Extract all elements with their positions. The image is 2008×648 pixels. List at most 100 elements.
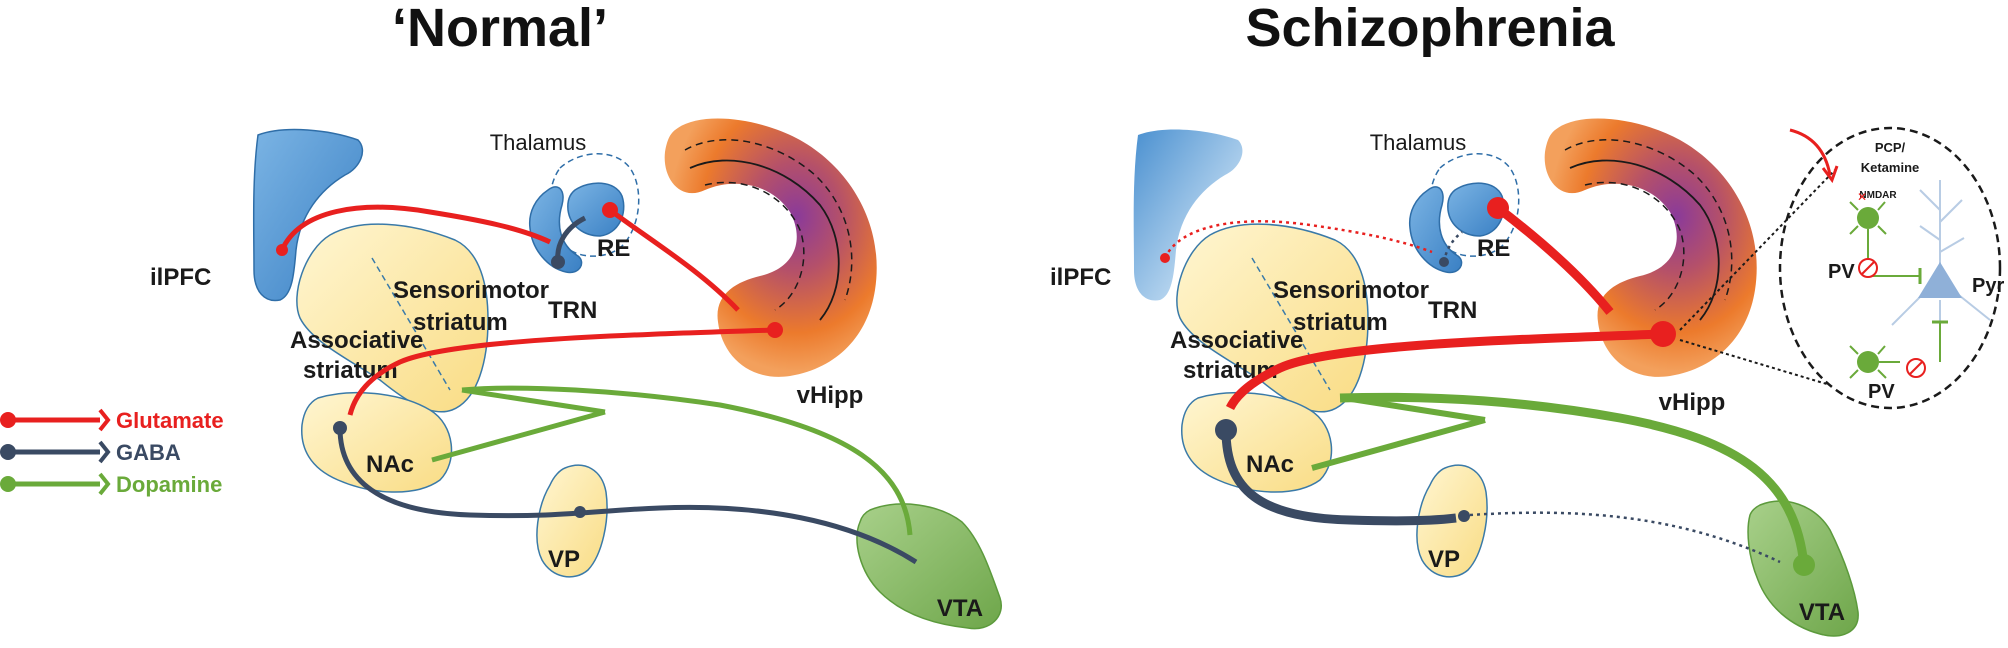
legend-item-gaba: GABA bbox=[0, 440, 181, 465]
inset-drug-label-1: PCP/ bbox=[1875, 140, 1906, 155]
vta-label: VTA bbox=[937, 595, 983, 622]
sz-dorsal-striatum-region bbox=[1176, 223, 1369, 413]
proj-vta-branch-nac bbox=[431, 409, 606, 463]
inset-pv-label-top: PV bbox=[1828, 261, 1855, 283]
trn-region bbox=[528, 186, 583, 274]
sz-proj-vhipp-to-nac bbox=[1225, 329, 1664, 411]
sz-proj-vhipp-origin bbox=[1650, 321, 1676, 347]
vta-region bbox=[856, 503, 1002, 630]
vhipp-inner-dashed bbox=[704, 181, 805, 311]
sz-vp-label: VP bbox=[1428, 546, 1460, 573]
sz-proj-nac-to-vp bbox=[1221, 429, 1457, 526]
legend-gaba: GABA bbox=[116, 440, 181, 465]
sz-trn-label: TRN bbox=[1428, 297, 1477, 324]
sz-proj-re-origin bbox=[1487, 197, 1509, 219]
inset-pyr-label: Pyr bbox=[1972, 275, 2004, 297]
nac-label: NAc bbox=[366, 451, 414, 478]
pv-interneuron-top bbox=[1849, 201, 1922, 284]
inset-pv-label-bottom: PV bbox=[1868, 381, 1895, 403]
sz-proj-vta-branch-nac bbox=[1311, 417, 1486, 471]
sz-vhipp-outer-dashed bbox=[1564, 139, 1733, 301]
normal-panel: ilPFC Thalamus RE TRN Sensorimotor stria… bbox=[150, 118, 1002, 630]
sz-projections bbox=[1160, 197, 1815, 576]
sz-sensorimotor-label-1: Sensorimotor bbox=[1273, 277, 1429, 304]
sz-proj-re-to-vhipp bbox=[1495, 204, 1614, 315]
dorsal-striatum-region bbox=[296, 223, 489, 413]
sz-proj-trn-origin bbox=[1439, 257, 1449, 267]
title-normal: ‘Normal’ bbox=[392, 0, 608, 58]
inset-drug-arrow bbox=[1789, 128, 1832, 176]
legend-item-glutamate: Glutamate bbox=[0, 408, 224, 433]
inset-zoom-line-top bbox=[1679, 169, 1836, 331]
nac-region bbox=[301, 391, 453, 493]
proj-vp-relay bbox=[574, 506, 586, 518]
sz-re-region bbox=[1447, 182, 1505, 237]
thalamus-label: Thalamus bbox=[490, 130, 587, 155]
trn-label: TRN bbox=[548, 297, 597, 324]
sz-proj-ilpfc-to-trn bbox=[1163, 220, 1433, 259]
sz-associative-label-1: Associative bbox=[1170, 327, 1303, 354]
proj-ilpfc-origin bbox=[276, 244, 288, 256]
proj-vta-to-striatum bbox=[461, 385, 913, 536]
sz-trn-region bbox=[1408, 186, 1463, 274]
sz-proj-vp-to-vta bbox=[1469, 511, 1781, 564]
striatum-divider bbox=[371, 257, 451, 391]
sz-nac-label: NAc bbox=[1246, 451, 1294, 478]
legend: Glutamate GABA Dopamine bbox=[0, 408, 224, 497]
pv-inhibited-symbol-top bbox=[1858, 258, 1878, 278]
sz-nac-region bbox=[1181, 391, 1333, 493]
sz-proj-vta-branch-dorsal bbox=[1344, 395, 1486, 423]
sz-vhipp-label: vHipp bbox=[1659, 389, 1726, 416]
sensorimotor-label-2: striatum bbox=[413, 309, 508, 336]
proj-vta-branch-dorsal bbox=[461, 387, 606, 415]
vhipp-label: vHipp bbox=[797, 382, 864, 409]
inset-drug-label-2: Ketamine bbox=[1861, 160, 1920, 175]
sz-vhipp-inner-solid bbox=[1569, 159, 1720, 321]
inset-drug-arrowhead bbox=[1821, 165, 1839, 184]
sz-ilpfc-label: ilPFC bbox=[1050, 264, 1111, 291]
normal-projections bbox=[276, 202, 918, 565]
sz-vhipp-inner-dashed bbox=[1584, 181, 1685, 311]
vp-region bbox=[536, 464, 608, 578]
sz-thalamus-label: Thalamus bbox=[1370, 130, 1467, 155]
pv-inhibited-symbol-bottom bbox=[1906, 358, 1926, 378]
associative-label-1: Associative bbox=[290, 327, 423, 354]
inset-zoom-line-bottom bbox=[1679, 339, 1831, 386]
ilpfc-label: ilPFC bbox=[150, 264, 211, 291]
sz-proj-ilpfc-origin bbox=[1160, 253, 1170, 263]
inset-nmdar-x: ✕ bbox=[1857, 190, 1867, 204]
sz-proj-nac-origin bbox=[1215, 419, 1237, 441]
proj-vhipp-origin bbox=[767, 322, 783, 338]
inset-nmdar-label: NMDAR bbox=[1859, 190, 1897, 201]
proj-ilpfc-to-trn bbox=[279, 204, 552, 252]
vhipp-region bbox=[664, 118, 877, 377]
vhipp-inner-solid bbox=[689, 159, 840, 321]
vp-label: VP bbox=[548, 546, 580, 573]
vhipp-outer-dashed bbox=[684, 139, 853, 301]
ilpfc-region bbox=[252, 128, 364, 302]
legend-dopamine: Dopamine bbox=[116, 472, 222, 497]
sz-sensorimotor-label-2: striatum bbox=[1293, 309, 1388, 336]
sz-proj-vta-to-striatum bbox=[1339, 392, 1809, 566]
legend-glutamate: Glutamate bbox=[116, 408, 224, 433]
proj-trn-origin bbox=[551, 255, 565, 269]
sz-re-label: RE bbox=[1477, 235, 1510, 262]
pv-interneuron-bottom bbox=[1849, 320, 1948, 379]
proj-re-origin bbox=[602, 202, 618, 218]
proj-re-to-vhipp bbox=[608, 207, 740, 312]
sz-vta-label: VTA bbox=[1799, 599, 1845, 626]
proj-vhipp-to-nac bbox=[347, 327, 776, 416]
re-label: RE bbox=[597, 235, 630, 262]
schizophrenia-panel: ilPFC Thalamus RE TRN Sensorimotor stria… bbox=[1050, 118, 2004, 637]
sz-proj-vta-origin bbox=[1793, 554, 1815, 576]
sz-proj-vp-relay bbox=[1458, 510, 1470, 522]
proj-nac-to-vp-vta bbox=[337, 427, 918, 565]
title-schizophrenia: Schizophrenia bbox=[1245, 0, 1615, 58]
sz-inset: PCP/ Ketamine NMDAR ✕ Pyr bbox=[1679, 126, 2004, 410]
inset-ellipse bbox=[1778, 126, 2002, 410]
sz-striatum-divider bbox=[1251, 257, 1331, 391]
re-region bbox=[567, 182, 625, 237]
pyramidal-soma bbox=[1918, 262, 1962, 298]
sensorimotor-label-1: Sensorimotor bbox=[393, 277, 549, 304]
